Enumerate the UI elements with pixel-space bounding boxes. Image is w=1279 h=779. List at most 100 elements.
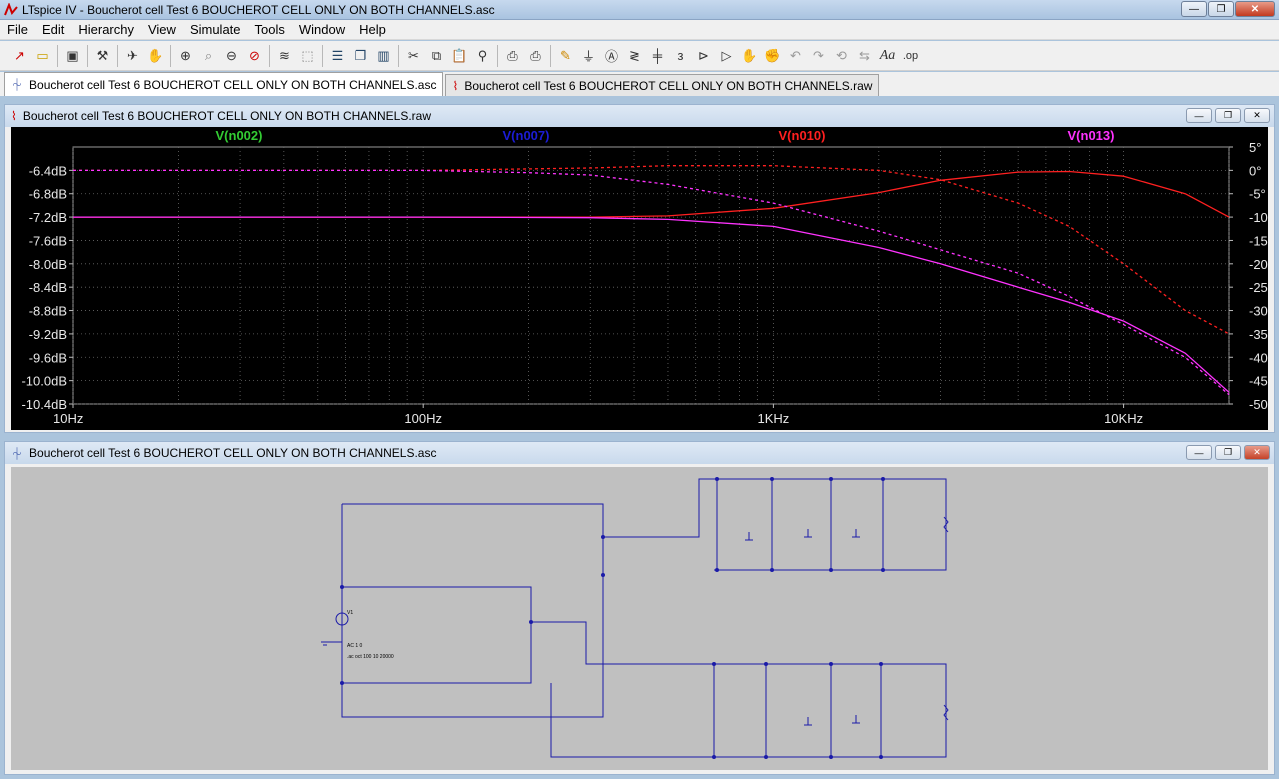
schematic-minimize-button[interactable]: — — [1186, 445, 1212, 460]
zoom-cancel-icon[interactable]: ⊘ — [249, 47, 260, 63]
tab-label: Boucherot cell Test 6 BOUCHEROT CELL ONL… — [29, 77, 437, 92]
tile-vertical-icon[interactable]: ▥ — [377, 47, 390, 63]
x-tick-label: 10KHz — [1104, 411, 1143, 426]
tab-label: Boucherot cell Test 6 BOUCHEROT CELL ONL… — [464, 78, 873, 93]
y-left-tick-label: -9.2dB — [29, 327, 67, 342]
y-left-tick-label: -7.6dB — [29, 233, 67, 248]
tile-horizontal-icon[interactable]: ☰ — [331, 47, 344, 63]
run-icon[interactable]: ✈ — [127, 47, 138, 63]
cascade-icon[interactable]: ❐ — [354, 47, 367, 63]
waveform-minimize-button[interactable]: — — [1186, 108, 1212, 123]
mirror-icon[interactable]: ⇆ — [859, 47, 870, 63]
menu-file[interactable]: File — [7, 22, 28, 37]
waveform-window-controls: — ❐ ✕ — [1183, 108, 1270, 123]
y-right-tick-label: -10° — [1249, 210, 1268, 225]
open-file-icon[interactable]: ▭ — [36, 47, 49, 63]
bode-plot: V(n002)V(n007)V(n010)V(n013) -6.4dB-6.8d… — [21, 128, 1273, 426]
legend-entry: V(n013) — [1068, 128, 1115, 143]
schematic-close-button[interactable]: ✕ — [1244, 445, 1270, 460]
move-icon[interactable]: ✋ — [741, 47, 758, 63]
wire-icon[interactable]: ✎ — [560, 47, 571, 63]
component-icon[interactable]: ▷ — [721, 47, 732, 63]
y-left-tick-label: -10.4dB — [21, 397, 67, 412]
restore-button[interactable]: ❐ — [1208, 1, 1234, 17]
diode-icon[interactable]: ⊳ — [698, 47, 709, 63]
document-tabs: ⏆ Boucherot cell Test 6 BOUCHEROT CELL O… — [0, 72, 1279, 96]
y-right-tick-label: -5° — [1249, 187, 1266, 202]
minimize-button[interactable]: — — [1181, 1, 1207, 17]
schematic-restore-button[interactable]: ❐ — [1215, 445, 1241, 460]
toolbar-separator — [170, 44, 171, 67]
menu-view[interactable]: View — [147, 22, 176, 37]
trace-line — [73, 170, 1230, 218]
toolbar-separator — [57, 44, 58, 67]
redo-icon[interactable]: ↷ — [813, 47, 824, 63]
window-titlebar: LTspice IV - Boucherot cell Test 6 BOUCH… — [0, 0, 1279, 20]
zoom-rect-icon[interactable]: ⌕ — [204, 47, 213, 63]
trace-line — [73, 169, 1230, 396]
toolbar-separator — [550, 44, 551, 67]
paste-icon[interactable]: 📋 — [451, 47, 468, 63]
tab-waveform[interactable]: ⌇ Boucherot cell Test 6 BOUCHEROT CELL O… — [445, 74, 880, 96]
menu-tools[interactable]: Tools — [254, 22, 285, 37]
y-left-tick-label: -6.4dB — [29, 163, 67, 178]
zoom-out-icon[interactable]: ⊖ — [226, 47, 237, 63]
find-icon[interactable]: ⚲ — [477, 47, 488, 63]
menu-window[interactable]: Window — [298, 22, 346, 37]
toolbar-separator — [497, 44, 498, 67]
waveform-restore-button[interactable]: ❐ — [1215, 108, 1241, 123]
trace-line — [73, 165, 1230, 335]
y-left-tick-label: -9.6dB — [29, 350, 67, 365]
y-right-tick-label: 5° — [1249, 140, 1261, 155]
plot-frame — [72, 146, 1230, 405]
plot-legend: V(n002)V(n007)V(n010)V(n013) — [216, 128, 1115, 143]
y-right-tick-label: -35° — [1249, 327, 1268, 342]
waveform-window-titlebar: ⌇ Boucherot cell Test 6 BOUCHEROT CELL O… — [5, 105, 1274, 127]
menu-hierarchy[interactable]: Hierarchy — [78, 22, 134, 37]
ground-icon[interactable]: ⏚ — [581, 49, 595, 64]
hammer-icon[interactable]: ⚒ — [96, 47, 109, 63]
x-tick-label: 10Hz — [53, 411, 83, 426]
text-icon[interactable]: Aa — [879, 47, 896, 63]
capacitor-icon[interactable]: ╪ — [652, 48, 663, 63]
autorange-icon[interactable]: ≋ — [279, 47, 290, 63]
y-right-tick-label: -50° — [1249, 397, 1268, 412]
plot-area[interactable]: V(n002)V(n007)V(n010)V(n013) -6.4dB-6.8d… — [11, 127, 1273, 430]
x-tick-label: 100Hz — [404, 411, 442, 426]
drag-icon[interactable]: ✊ — [764, 47, 781, 63]
waveform-window: ⌇ Boucherot cell Test 6 BOUCHEROT CELL O… — [4, 104, 1275, 433]
plot-axes: -6.4dB-6.8dB-7.2dB-7.6dB-8.0dB-8.4dB-8.8… — [21, 140, 1273, 426]
close-button[interactable]: ✕ — [1235, 1, 1275, 17]
waveform-icon: ⌇ — [11, 109, 17, 123]
label-icon[interactable]: Ⓐ — [604, 49, 618, 64]
print-setup-icon[interactable]: ⎙ — [507, 47, 518, 63]
menu-simulate[interactable]: Simulate — [189, 22, 241, 37]
undo-icon[interactable]: ↶ — [790, 47, 801, 63]
cut-icon[interactable]: ✂ — [408, 47, 419, 63]
source-ac-label: AC 1 0 — [347, 643, 363, 649]
copy-icon[interactable]: ⧉ — [431, 47, 442, 63]
rotate-icon[interactable]: ⟲ — [836, 47, 847, 63]
schematic-icon: ⏆ — [11, 446, 24, 461]
waveform-close-button[interactable]: ✕ — [1244, 108, 1270, 123]
menu-help[interactable]: Help — [359, 22, 386, 37]
toolbar-separator — [87, 44, 88, 67]
spice-directive-icon[interactable]: .op — [902, 49, 919, 62]
y-right-tick-label: -15° — [1249, 233, 1268, 248]
y-left-tick-label: -8.8dB — [29, 304, 67, 319]
pan-hand-icon[interactable]: ✋ — [147, 47, 164, 63]
schematic-canvas[interactable]: V1 AC 1 0 .ac oct 100 10 20000 — [11, 467, 1268, 770]
waveform-window-title: Boucherot cell Test 6 BOUCHEROT CELL ONL… — [22, 109, 431, 123]
zoom-in-icon[interactable]: ⊕ — [180, 47, 191, 63]
tab-schematic[interactable]: ⏆ Boucherot cell Test 6 BOUCHEROT CELL O… — [4, 72, 444, 96]
zoom-fit-icon[interactable]: ⬚ — [301, 47, 314, 63]
print-icon[interactable]: ⎙ — [530, 47, 541, 63]
save-icon[interactable]: ▣ — [66, 47, 79, 63]
toolbar: ↗ ▭ ▣ ⚒ ✈ ✋ ⊕ ⌕ ⊖ ⊘ ≋ ⬚ ☰ ❐ ▥ ✂ ⧉ 📋 ⚲ ⎙ … — [0, 41, 1279, 71]
inductor-icon[interactable]: з — [677, 48, 684, 63]
x-tick-label: 1KHz — [757, 411, 789, 426]
resistor-icon[interactable]: ≷ — [629, 47, 640, 63]
open-schematic-icon[interactable]: ↗ — [14, 47, 25, 63]
y-right-tick-label: -20° — [1249, 257, 1268, 272]
menu-edit[interactable]: Edit — [41, 22, 65, 37]
